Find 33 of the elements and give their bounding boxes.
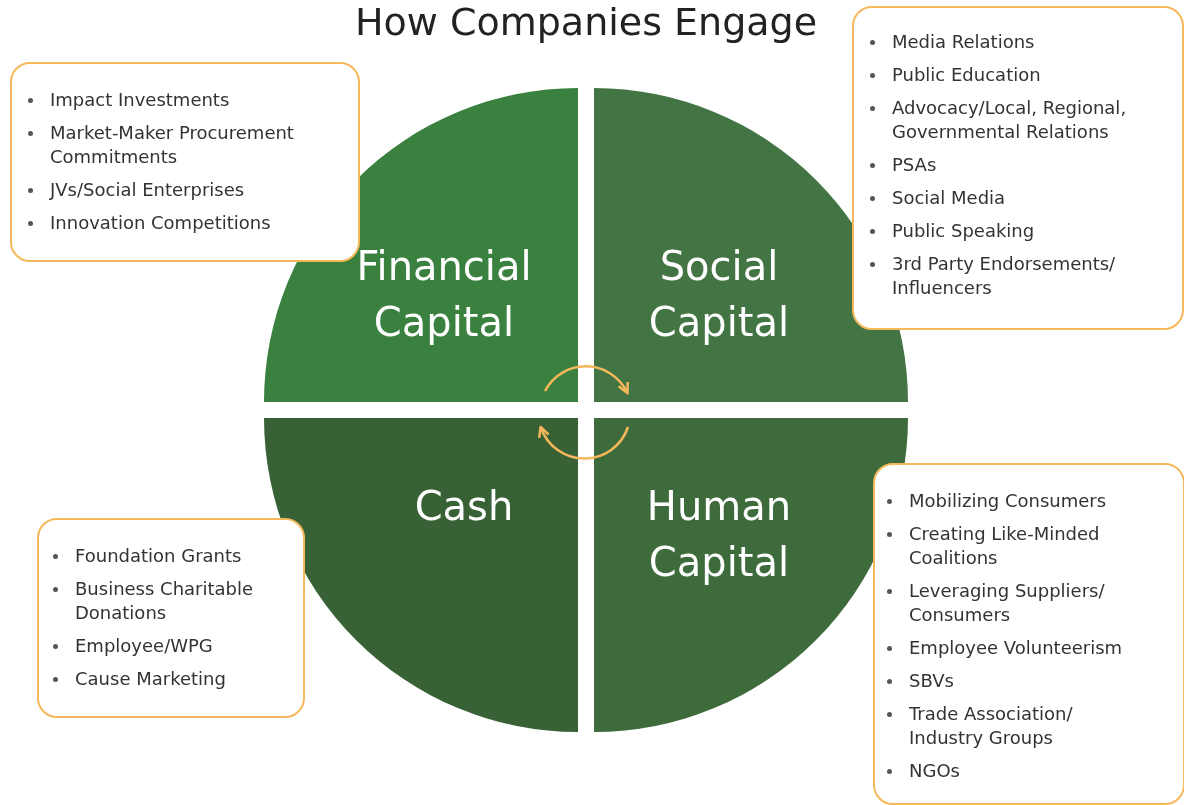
bullet-item: Public Speaking xyxy=(892,219,1174,243)
bullet-item: Mobilizing Consumers xyxy=(909,489,1143,513)
bullet-item: Advocacy/Local, Regional, Governmental Relations xyxy=(892,96,1174,144)
bullet-item: 3rd Party Endorsements/ Influencers xyxy=(892,252,1174,300)
bullet-item: Media Relations xyxy=(892,30,1174,54)
quadrant-label: Social Capital xyxy=(647,242,791,347)
bullet-item: Trade Association/ Industry Groups xyxy=(909,702,1143,750)
bullet-item: Public Education xyxy=(892,63,1174,87)
bullet-item: Impact Investments xyxy=(50,88,344,112)
bullet-item: Creating Like-Minded Coalitions xyxy=(909,522,1143,570)
cycle-arrow xyxy=(538,425,630,460)
bullet-item: Market-Maker Procurement Commitments xyxy=(50,121,344,169)
bullet-item: Cause Marketing xyxy=(75,667,295,691)
callout-box xyxy=(873,463,1184,805)
cycle-arrow xyxy=(543,365,629,395)
bullet-item: Employee/WPG xyxy=(75,634,295,658)
callout-box xyxy=(10,62,360,262)
bullet-item: Employee Volunteerism xyxy=(909,636,1143,660)
bullet-item: SBVs xyxy=(909,669,1143,693)
bullet-item: Social Media xyxy=(892,186,1174,210)
quadrant-label: Human Capital xyxy=(645,482,793,587)
title: How Companies Engage xyxy=(354,0,818,44)
bullet-item: PSAs xyxy=(892,153,1174,177)
bullet-item: Innovation Competitions xyxy=(50,211,344,235)
bullet-item: NGOs xyxy=(909,759,1143,783)
callout-box xyxy=(852,6,1184,330)
quadrant-label: Financial Capital xyxy=(355,242,533,347)
bullet-item: Business Charitable Donations xyxy=(75,577,295,625)
bullet-item: Foundation Grants xyxy=(75,544,295,568)
bullet-item: Leveraging Suppliers/ Consumers xyxy=(909,579,1143,627)
callout-box xyxy=(37,518,305,718)
bullet-item: JVs/Social Enterprises xyxy=(50,178,344,202)
quadrant-label: Cash xyxy=(413,482,515,531)
